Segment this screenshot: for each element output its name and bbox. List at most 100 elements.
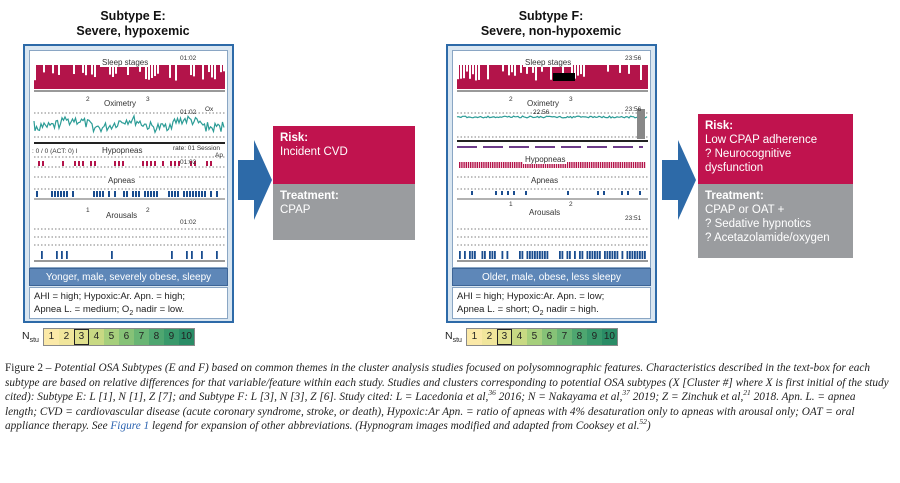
- hyp-event: [170, 161, 172, 166]
- sleep-stage-gap: [148, 65, 150, 80]
- subtype-e-time-hyp: 01:02: [180, 159, 197, 166]
- sleep-stage-gap: [487, 65, 489, 80]
- sleep-stage-gap: [223, 65, 225, 72]
- caption-part6: ): [646, 420, 651, 433]
- apn-event: [51, 191, 53, 197]
- hyp-event: [505, 162, 507, 168]
- hyp-event: [472, 162, 474, 168]
- sleep-stage-gap: [193, 65, 195, 77]
- sleep-stage-gap: [157, 65, 159, 74]
- caption-ref-37[interactable]: 37: [622, 388, 630, 398]
- sleep-stage-gap: [526, 65, 528, 74]
- sleep-stage-gap: [466, 65, 468, 72]
- apn-event: [174, 191, 176, 197]
- oxi-gap: [637, 109, 645, 139]
- subtype-e-tick-2b: 2: [146, 207, 150, 214]
- aro-event: [589, 251, 591, 259]
- caption-ref-21[interactable]: 21: [743, 388, 751, 398]
- sleep-stage-gap: [532, 65, 534, 73]
- oxi-trace: [456, 115, 648, 119]
- sleep-stage-gap: [478, 65, 480, 80]
- apn-event: [210, 191, 212, 197]
- sleep-stage-gap: [52, 65, 54, 74]
- aro-event: [521, 251, 524, 259]
- nstu-cell-1: 1: [466, 329, 482, 345]
- hyp-event: [178, 161, 180, 166]
- hyp-event: [478, 162, 481, 168]
- subtype-f-risk-item-3: dysfunction: [705, 162, 764, 174]
- aro-event: [481, 251, 484, 259]
- aro-event: [501, 251, 504, 259]
- hyp-event: [641, 162, 643, 168]
- apn-event: [471, 191, 473, 195]
- sleep-stage-gap: [574, 65, 576, 79]
- nstu-label-f: Nstu: [445, 329, 462, 345]
- hyp-event: [489, 162, 492, 168]
- caption-ref-52[interactable]: 52: [639, 417, 647, 427]
- aro-event: [539, 251, 541, 259]
- hyp-event: [595, 162, 597, 168]
- aro-event: [186, 251, 188, 259]
- hyp-event: [82, 161, 84, 166]
- apn-event: [60, 191, 62, 197]
- aro-event: [201, 251, 203, 259]
- aro-event: [216, 251, 218, 259]
- nstu-cell-2: 2: [58, 329, 74, 345]
- aro-event: [489, 251, 491, 259]
- subtype-e-description: Yonger, male, severely obese, sleepy: [29, 268, 228, 286]
- hyp-event: [465, 162, 467, 168]
- apn-event: [135, 191, 137, 197]
- hyp-event: [610, 162, 613, 168]
- sleep-stage-gap: [34, 65, 36, 81]
- subtype-f-label-hyp: Hypopneas: [523, 155, 568, 164]
- apn-event: [93, 191, 95, 197]
- hyp-event: [485, 162, 487, 168]
- subtype-f-title: Subtype F: Severe, non-hypoxemic: [446, 9, 656, 39]
- subtype-f-title-line2: Severe, non-hypoxemic: [480, 24, 622, 38]
- subtype-e-arrow: [238, 140, 272, 220]
- apn-event: [72, 191, 74, 197]
- nstu-cell-10: 10: [178, 329, 194, 345]
- caption-ref-36[interactable]: 36: [488, 388, 496, 398]
- subtype-f-risk-box: Risk: Low CPAP adherence ? Neurocognitiv…: [698, 114, 853, 184]
- hyp-event: [150, 161, 152, 166]
- sleep-stage-gap: [112, 65, 114, 77]
- aro-event: [56, 251, 58, 259]
- sleep-stage-gap: [475, 65, 477, 81]
- subtype-f-time-aro: 23:51: [625, 215, 642, 222]
- sleep-stage-gap: [127, 65, 129, 76]
- hyp-event: [459, 162, 461, 168]
- hyp-event: [549, 162, 551, 168]
- aro-event: [471, 251, 474, 259]
- apn-event: [603, 191, 605, 195]
- aro-event: [191, 251, 193, 259]
- subtype-f-treatment-title: Treatment:: [705, 190, 764, 202]
- sleep-stage-gap: [607, 65, 609, 72]
- apn-event: [204, 191, 206, 197]
- hyp-event: [599, 162, 602, 168]
- hyp-event: [606, 162, 608, 168]
- aro-event: [591, 251, 594, 259]
- hyp-event: [643, 162, 646, 168]
- nstu-cell-4: 4: [511, 329, 527, 345]
- figure-caption: Figure 2 – Potential OSA Subtypes (E and…: [5, 361, 890, 434]
- subtype-f-arrow: [662, 140, 696, 220]
- aro-event: [484, 251, 486, 259]
- sleep-stage-gap: [169, 65, 171, 78]
- hyp-event: [582, 162, 584, 168]
- aro-event: [474, 251, 476, 259]
- apn-event: [168, 191, 170, 197]
- sleep-stage-gap: [202, 65, 204, 80]
- subtype-f-description: Older, male, obese, less sleepy: [452, 268, 651, 286]
- subtype-f-char-line2: Apnea L. = short; O2 nadir = high.: [457, 304, 599, 317]
- caption-figure-1-link[interactable]: Figure 1: [110, 420, 150, 433]
- aro-event: [111, 251, 113, 259]
- sleep-rem-block: [553, 73, 575, 81]
- aro-event: [634, 251, 636, 259]
- apn-event: [639, 191, 641, 195]
- subtype-e-tick-1: 1: [86, 207, 90, 214]
- aro-event: [611, 251, 614, 259]
- nstu-cell-7: 7: [133, 329, 149, 345]
- sleep-stage-gap: [175, 65, 177, 81]
